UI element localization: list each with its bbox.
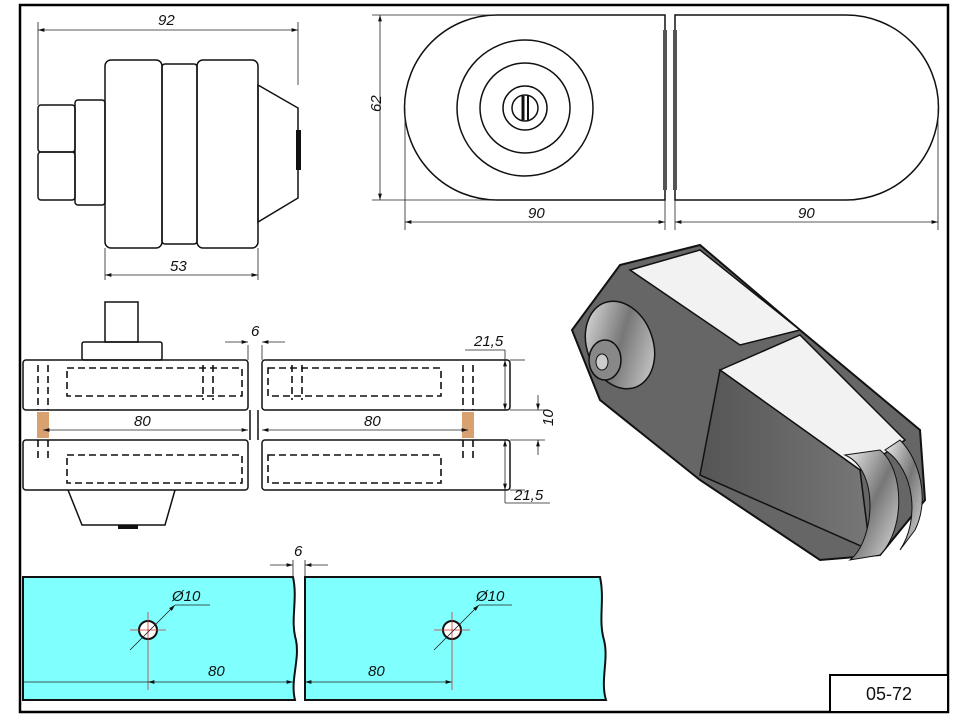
isometric-view [570,243,927,562]
dim-bottom-21-5: 21,5 [513,487,544,504]
dim-glass-10: 10 [540,409,557,426]
dim-body-53: 53 [170,258,187,275]
dim-left-90: 90 [528,205,545,222]
glass-panel-left [22,576,298,701]
dim-glass-left-80: 80 [208,663,225,680]
section-view [22,301,550,529]
glass-view [22,560,608,701]
dim-height-62: 62 [368,95,385,112]
title-block [829,674,949,713]
dim-top-21-5: 21,5 [473,333,504,350]
dim-hole-left-dia: Ø10 [171,588,201,605]
dim-hole-left-80: 80 [134,413,151,430]
drawing-frame [18,3,950,714]
dim-hole-right-dia: Ø10 [475,588,505,605]
dim-glass-gap-6: 6 [294,543,303,560]
front-view [372,14,940,230]
drawing-code: 05-72 [866,684,912,704]
dim-gap-6: 6 [251,323,260,340]
dim-glass-right-80: 80 [368,663,385,680]
dim-hole-right-80: 80 [364,413,381,430]
side-view [37,22,301,280]
dim-width-92: 92 [158,12,175,29]
dim-right-90: 90 [798,205,815,222]
